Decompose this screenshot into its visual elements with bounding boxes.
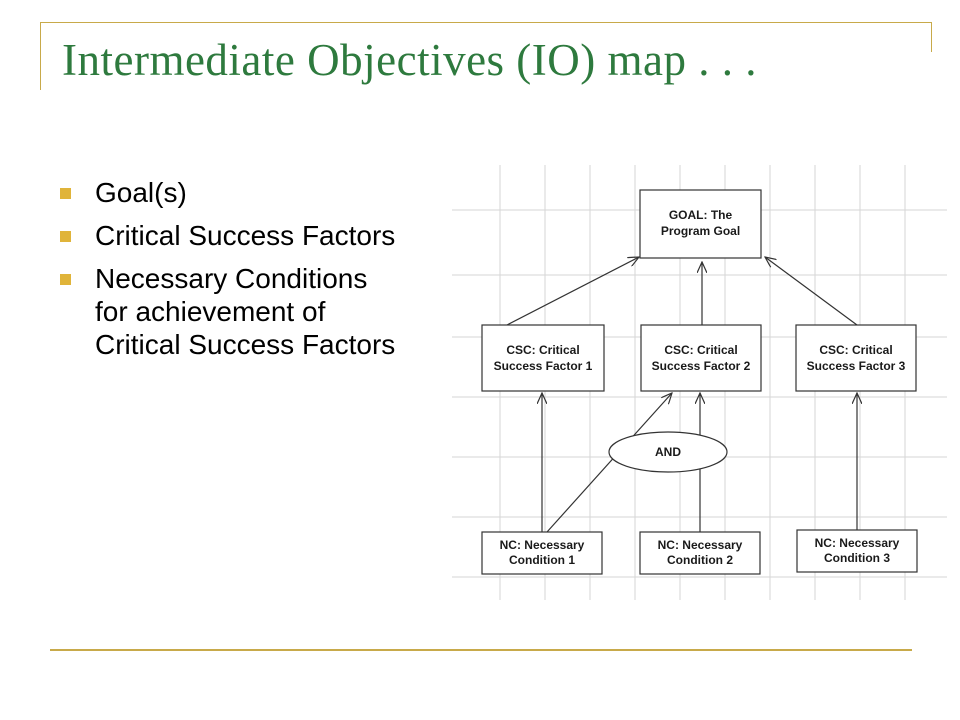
csf-3-line-2: Success Factor 3 bbox=[807, 359, 906, 373]
arrow-nc1-to-csf2 bbox=[546, 393, 672, 533]
nc-3-line-2: Condition 3 bbox=[824, 551, 890, 565]
and-label: AND bbox=[655, 445, 681, 459]
csf-1-line-2: Success Factor 1 bbox=[494, 359, 593, 373]
frame-left-rule bbox=[40, 22, 41, 90]
bullet-square-icon bbox=[60, 274, 71, 285]
slide-title: Intermediate Objectives (IO) map . . . bbox=[62, 35, 757, 85]
goal-line-2: Program Goal bbox=[661, 224, 740, 238]
bullet-item-goals: Goal(s) bbox=[60, 176, 400, 209]
frame-top-rule bbox=[40, 22, 932, 23]
goal-line-1: GOAL: The bbox=[669, 208, 733, 222]
footer-rule bbox=[50, 649, 912, 651]
and-connector: AND bbox=[608, 431, 728, 473]
csf-node-1: CSC: Critical Success Factor 1 bbox=[481, 324, 605, 392]
nc-1-line-2: Condition 1 bbox=[509, 553, 575, 567]
arrow-csf1-to-goal bbox=[506, 257, 639, 326]
bullet-square-icon bbox=[60, 188, 71, 199]
nc-node-3: NC: Necessary Condition 3 bbox=[796, 529, 918, 573]
frame-right-rule bbox=[931, 22, 932, 52]
nc-1-line-1: NC: Necessary bbox=[500, 538, 585, 552]
bullet-text: Goal(s) bbox=[95, 177, 187, 208]
csf-3-line-1: CSC: Critical bbox=[819, 343, 892, 357]
arrow-csf3-to-goal bbox=[765, 257, 858, 326]
csf-2-line-1: CSC: Critical bbox=[664, 343, 737, 357]
nc-2-line-1: NC: Necessary bbox=[658, 538, 743, 552]
and-ellipse bbox=[608, 431, 728, 473]
nc-node-1: NC: Necessary Condition 1 bbox=[481, 531, 603, 575]
nc-node-2: NC: Necessary Condition 2 bbox=[639, 531, 761, 575]
nc-3-line-1: NC: Necessary bbox=[815, 536, 900, 550]
bullet-item-necessary-conditions: Necessary Conditions for achievement of … bbox=[60, 262, 400, 361]
connectors bbox=[506, 257, 858, 533]
bullet-item-critical-success-factors: Critical Success Factors bbox=[60, 219, 400, 252]
csf-2-line-2: Success Factor 2 bbox=[652, 359, 751, 373]
nc-2-line-2: Condition 2 bbox=[667, 553, 733, 567]
csf-node-3: CSC: Critical Success Factor 3 bbox=[795, 324, 917, 392]
bullet-text: Necessary Conditions for achievement of … bbox=[95, 263, 396, 360]
io-map-diagram: AND GOAL: The Program Goal CSC: Critical… bbox=[452, 165, 947, 600]
csf-1-line-1: CSC: Critical bbox=[506, 343, 579, 357]
bullet-text: Critical Success Factors bbox=[95, 220, 396, 251]
bullet-square-icon bbox=[60, 231, 71, 242]
csf-node-2: CSC: Critical Success Factor 2 bbox=[640, 324, 762, 392]
goal-node: GOAL: The Program Goal bbox=[639, 189, 762, 259]
bullet-list: Goal(s) Critical Success Factors Necessa… bbox=[60, 176, 400, 371]
